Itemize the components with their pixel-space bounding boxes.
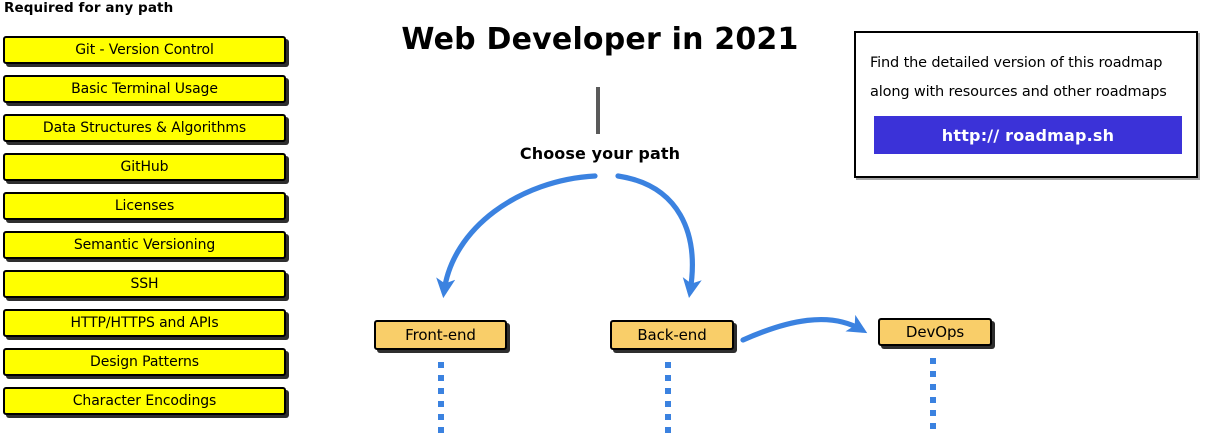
- required-item-label: HTTP/HTTPS and APIs: [70, 315, 219, 331]
- dotted-trail-front-end: [438, 362, 444, 436]
- required-item-label: SSH: [130, 276, 159, 292]
- required-item-character-encodings[interactable]: Character Encodings: [3, 387, 286, 415]
- required-item-http-https-apis[interactable]: HTTP/HTTPS and APIs: [3, 309, 286, 337]
- roadmap-link-button[interactable]: http:// roadmap.sh: [874, 116, 1182, 154]
- arrow-to-backend: [615, 173, 702, 299]
- roadmap-link-label: http:// roadmap.sh: [941, 125, 1115, 145]
- required-item-label: Licenses: [114, 198, 175, 214]
- node-label: DevOps: [905, 322, 965, 341]
- page-title: Web Developer in 2021: [401, 22, 799, 57]
- choose-path-label: Choose your path: [519, 144, 681, 163]
- required-item-design-patterns[interactable]: Design Patterns: [3, 348, 286, 376]
- node-label: Back-end: [637, 325, 707, 344]
- node-devops[interactable]: DevOps: [878, 318, 992, 346]
- required-item-git[interactable]: Git - Version Control: [3, 36, 286, 64]
- required-skills-column: Required for any path Git - Version Cont…: [0, 0, 300, 436]
- required-item-label: Data Structures & Algorithms: [42, 120, 247, 136]
- arrow-to-frontend: [436, 173, 598, 299]
- required-item-label: Design Patterns: [90, 354, 199, 370]
- required-item-basic-terminal-usage[interactable]: Basic Terminal Usage: [3, 75, 286, 103]
- node-label: Front-end: [405, 325, 476, 344]
- dotted-trail-back-end: [665, 362, 671, 436]
- info-card-line-2: along with resources and other roadmaps: [870, 84, 1167, 100]
- required-item-label: Basic Terminal Usage: [71, 81, 218, 97]
- info-card: Find the detailed version of this roadma…: [854, 31, 1198, 178]
- required-item-label: Semantic Versioning: [73, 237, 216, 253]
- required-item-github[interactable]: GitHub: [3, 153, 286, 181]
- required-item-data-structures-algorithms[interactable]: Data Structures & Algorithms: [3, 114, 286, 142]
- required-item-label: Character Encodings: [72, 393, 217, 409]
- required-item-ssh[interactable]: SSH: [3, 270, 286, 298]
- required-skills-heading: Required for any path: [4, 0, 174, 16]
- required-item-label: GitHub: [120, 159, 169, 175]
- info-card-line-1: Find the detailed version of this roadma…: [870, 55, 1163, 71]
- arrow-backend-to-devops: [740, 314, 868, 343]
- node-back-end[interactable]: Back-end: [610, 320, 734, 350]
- node-front-end[interactable]: Front-end: [374, 320, 507, 350]
- dotted-trail-devops: [930, 358, 936, 436]
- required-item-label: Git - Version Control: [75, 42, 214, 58]
- required-item-semantic-versioning[interactable]: Semantic Versioning: [3, 231, 286, 259]
- title-stem-line: [596, 87, 600, 134]
- required-item-licenses[interactable]: Licenses: [3, 192, 286, 220]
- roadmap-flow: Web Developer in 2021 Choose your path: [300, 0, 860, 436]
